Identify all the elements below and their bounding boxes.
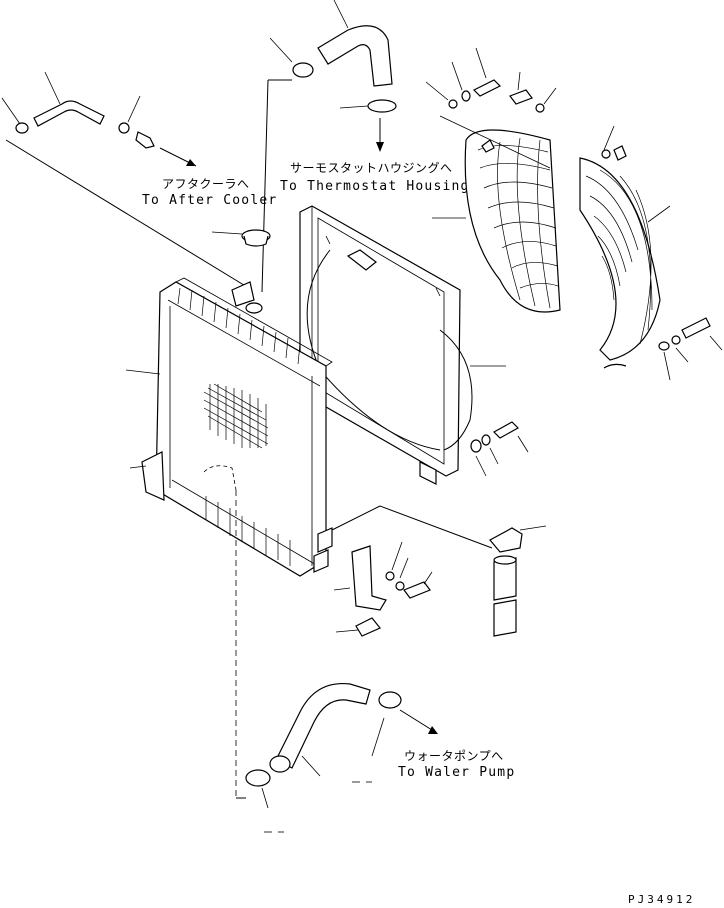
lower-hose-group	[236, 682, 438, 833]
hose-clamp	[118, 122, 130, 134]
drain-cock	[489, 527, 523, 553]
lower-hose	[275, 682, 371, 769]
hose-clamp-lower-right	[378, 691, 402, 709]
after-cooler-label-jp: アフタクーラへ	[162, 177, 250, 191]
bolt-top-2	[509, 89, 533, 105]
fan-guard-left	[432, 129, 561, 313]
hose-clamp-thermostat	[367, 99, 397, 113]
shroud-bolt-group	[470, 421, 529, 477]
after-cooler-label-en: To After Cooler	[142, 193, 277, 208]
water-pump-label-jp: ウォータポンプへ	[404, 749, 504, 763]
filler-neck	[231, 281, 255, 307]
hose-clamp-small	[15, 122, 29, 134]
hose-clamp-upper	[292, 62, 314, 78]
upper-hose	[317, 25, 393, 87]
lower-bracket	[351, 545, 387, 611]
lower-bracket-group	[333, 541, 433, 637]
hose-clamp-lower-left	[245, 769, 271, 787]
drawing-code: PJ34912	[628, 893, 695, 906]
aftercooler-hose-group	[1, 71, 253, 291]
aftercooler-hose	[33, 100, 105, 127]
water-pump-label-en: To Waler Pump	[398, 765, 515, 780]
mount-pad	[355, 617, 381, 637]
thermostat-label-en: To Thermostat Housing	[280, 179, 470, 194]
upper-hose-group	[261, 0, 397, 293]
connector-fitting	[135, 131, 155, 149]
shroud-bracket-top	[346, 249, 377, 271]
guard-clip	[603, 363, 627, 369]
thermostat-label-jp: サーモスタットハウジングへ	[290, 161, 453, 175]
drain-cock-group	[331, 505, 547, 637]
fan-guard-right	[579, 157, 671, 369]
guard-bolt-group-right	[601, 125, 723, 381]
radiator-core	[125, 277, 333, 798]
guard-bolt-group-top	[425, 47, 557, 169]
fan-shroud	[299, 205, 506, 485]
side-bracket	[141, 451, 165, 501]
radiator-cap	[211, 229, 271, 247]
shroud-bracket-bottom	[419, 461, 437, 485]
drain-hose-lower	[493, 599, 517, 637]
bolt-top-1	[472, 79, 502, 97]
